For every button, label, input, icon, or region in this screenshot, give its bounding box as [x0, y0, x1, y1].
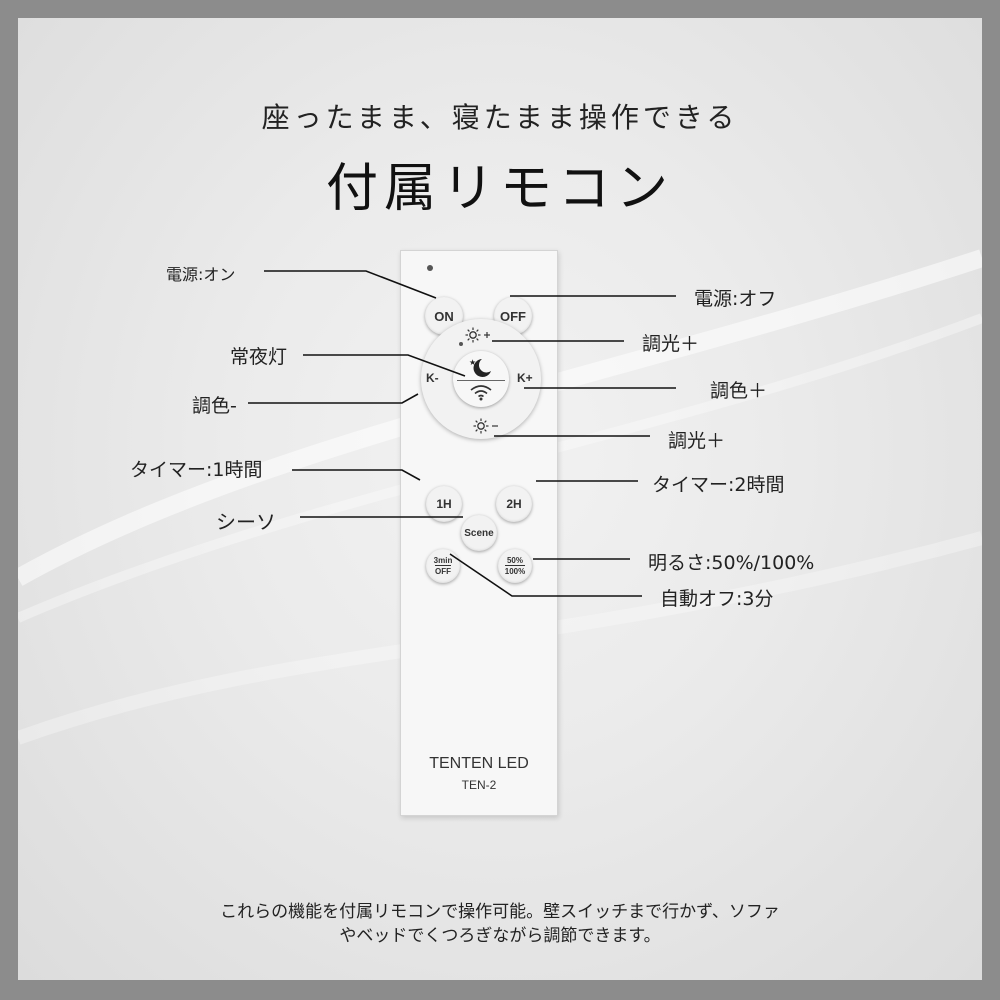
divider: [457, 380, 505, 381]
background-panel: 座ったまま、寝たまま操作できる 付属リモコン ON OFF K- K+: [18, 18, 982, 980]
label-color-minus: 調色-: [192, 395, 237, 417]
auto-off-3min-button[interactable]: 3min OFF: [426, 549, 460, 583]
label-color-plus: 調色＋: [710, 380, 768, 402]
wifi-icon: [470, 385, 492, 401]
brand-name: TENTEN LED: [429, 755, 529, 772]
scene-button[interactable]: Scene: [461, 515, 497, 551]
leader-lines: [248, 270, 676, 597]
timer-2h-button[interactable]: 2H: [496, 486, 532, 522]
label-brightness-down: 調光＋: [668, 430, 726, 452]
label-power-on: 電源:オン: [166, 265, 236, 284]
label-brightness-up: 調光＋: [642, 333, 700, 355]
label-night-light: 常夜灯: [230, 346, 288, 368]
label-auto-off: 自動オフ:3分: [660, 588, 774, 610]
auto-off-bottom-text: OFF: [435, 565, 451, 576]
label-timer-2h: タイマー:2時間: [652, 474, 785, 496]
label-brightness-preset: 明るさ:50%/100%: [648, 552, 815, 574]
auto-off-top-text: 3min: [433, 556, 453, 565]
brightness-preset-button[interactable]: 50% 100%: [498, 549, 532, 583]
control-dial: K- K+ ★: [421, 319, 541, 439]
brightness-up-icon[interactable]: [465, 327, 499, 343]
brightness-down-icon[interactable]: [473, 418, 501, 434]
model-number: TEN-2: [461, 778, 497, 792]
caption-line-2: やベッドでくつろぎながら調節できます。: [339, 926, 661, 946]
preset-top-text: 50%: [506, 556, 523, 565]
timer-1h-button[interactable]: 1H: [426, 486, 462, 522]
center-button[interactable]: ★: [453, 351, 509, 407]
caption-line-1: これらの機能を付属リモコンで操作可能。壁スイッチまで行かず、ソファ: [220, 902, 780, 922]
color-minus-button[interactable]: K-: [426, 371, 439, 385]
svg-text:★: ★: [469, 358, 476, 367]
color-plus-button[interactable]: K+: [517, 371, 533, 385]
remote-control: ON OFF K- K+: [400, 250, 558, 816]
led-indicator: [427, 265, 433, 271]
indicator-dot: [459, 342, 463, 346]
preset-bottom-text: 100%: [504, 565, 526, 576]
label-scene: シーソ: [216, 510, 276, 534]
label-timer-1h: タイマー:1時間: [130, 459, 263, 481]
page-title: 付属リモコン: [325, 159, 674, 219]
label-power-off: 電源:オフ: [694, 288, 777, 310]
moon-icon: ★: [469, 358, 491, 377]
caption: これらの機能を付属リモコンで操作可能。壁スイッチまで行かず、ソファ やベッドでく…: [18, 900, 982, 948]
subtitle: 座ったまま、寝たまま操作できる: [261, 101, 739, 134]
